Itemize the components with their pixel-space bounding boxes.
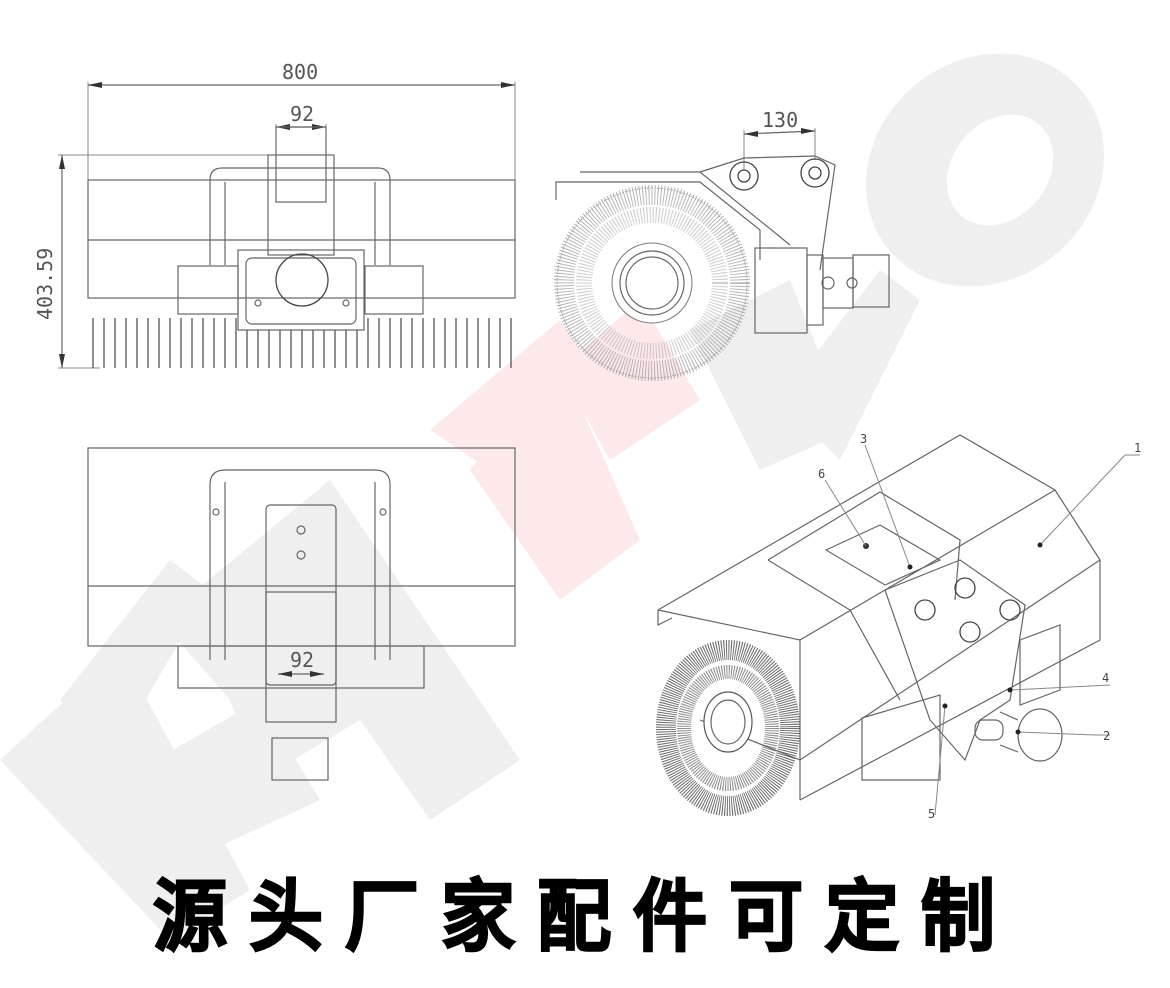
front-view (58, 82, 516, 369)
dim-pin-spacing: 130 (762, 108, 798, 132)
callout-4: 4 (1102, 671, 1109, 685)
promo-caption: 源头厂家配件可定制 (152, 871, 1017, 963)
side-view (554, 128, 890, 381)
callout-1: 1 (1134, 441, 1141, 455)
callout-5: 5 (928, 807, 935, 821)
callout-3: 3 (860, 432, 867, 446)
isometric-view (656, 434, 1140, 816)
callout-6: 6 (818, 467, 825, 481)
callout-2: 2 (1103, 729, 1110, 743)
dim-mount-width-top: 92 (290, 648, 314, 672)
top-view (87, 447, 516, 781)
dim-overall-width: 800 (282, 60, 318, 84)
dim-mount-width-front: 92 (290, 102, 314, 126)
dim-height: 403.59 (33, 248, 57, 320)
